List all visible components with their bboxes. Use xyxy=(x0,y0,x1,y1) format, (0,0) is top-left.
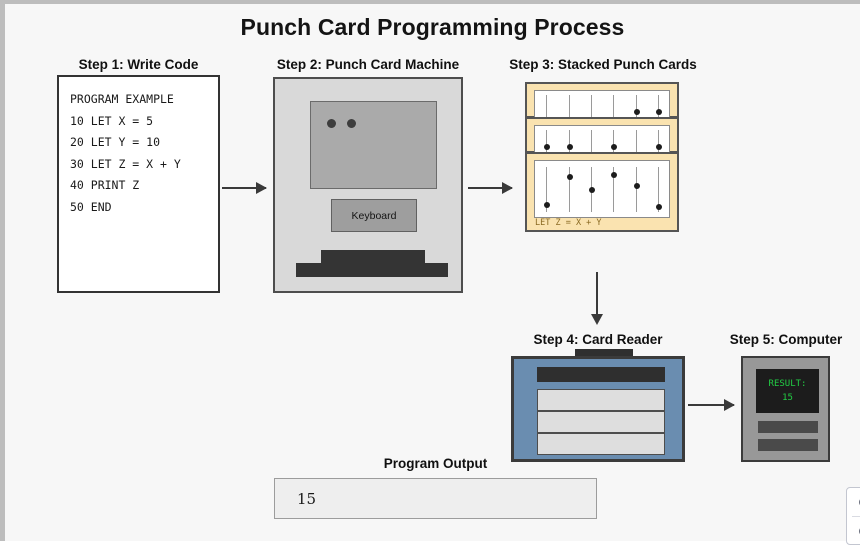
reader-card-3 xyxy=(537,433,665,455)
step3-label: Step 3: Stacked Punch Cards xyxy=(509,57,697,72)
punch-hole xyxy=(655,144,662,150)
machine-tray-upper xyxy=(321,250,425,263)
zoom-out-icon[interactable]: ⊖ xyxy=(847,517,860,544)
step5-label: Step 5: Computer xyxy=(729,332,843,347)
punch-column xyxy=(546,167,548,212)
punch-hole xyxy=(566,174,573,180)
zoom-in-icon[interactable]: ⊕ xyxy=(847,488,860,516)
stacked-punch-cards: LET Z = X + Y xyxy=(525,82,679,232)
computer-drive-slot-1 xyxy=(758,421,818,433)
computer-screen-line2: 15 xyxy=(782,393,793,403)
code-listing-box: PROGRAM EXAMPLE 10 LET X = 5 20 LET Y = … xyxy=(57,75,220,293)
machine-screen xyxy=(310,101,437,189)
punch-column xyxy=(591,95,593,125)
card-reader-slot xyxy=(537,367,665,382)
zoom-controls: ⊕ ⊖ xyxy=(846,487,860,545)
punch-hole xyxy=(655,109,662,115)
computer-drive-slot-2 xyxy=(758,439,818,451)
punch-hole xyxy=(610,144,617,150)
punch-hole xyxy=(610,172,617,178)
punch-column xyxy=(613,167,615,212)
step4-label: Step 4: Card Reader xyxy=(533,332,663,347)
punch-card-bottom-face xyxy=(534,160,670,218)
punch-hole xyxy=(633,109,640,115)
punch-hole xyxy=(655,204,662,210)
punch-hole xyxy=(543,144,550,150)
punch-hole xyxy=(633,183,640,189)
arrow-machine-to-cards xyxy=(468,182,513,194)
computer-screen: RESULT: 15 xyxy=(756,369,819,413)
arrow-code-to-machine xyxy=(222,182,267,194)
zoom-controls-divider xyxy=(852,516,860,517)
program-output-box: 15 xyxy=(274,478,597,519)
machine-tray-lower xyxy=(296,263,448,277)
punch-column xyxy=(613,95,615,125)
diagram-canvas: Punch Card Programming Process Step 1: W… xyxy=(5,4,860,545)
punch-column xyxy=(636,167,638,212)
step1-label: Step 1: Write Code xyxy=(78,57,199,72)
punch-card-bottom: LET Z = X + Y xyxy=(525,152,679,232)
reader-card-1 xyxy=(537,389,665,411)
punch-hole xyxy=(543,202,550,208)
window-left-edge xyxy=(0,0,5,541)
punch-card-bottom-text: LET Z = X + Y xyxy=(535,218,602,228)
machine-indicator-dot-1 xyxy=(327,119,336,128)
program-output-label: Program Output xyxy=(383,456,488,471)
computer-screen-text: RESULT: 15 xyxy=(756,377,819,405)
punch-card-top xyxy=(525,82,679,130)
punch-column xyxy=(636,130,638,160)
window-top-edge xyxy=(0,0,860,4)
punch-column xyxy=(591,130,593,160)
computer-screen-line1: RESULT: xyxy=(768,379,807,389)
reader-card-2 xyxy=(537,411,665,433)
machine-indicator-dot-2 xyxy=(347,119,356,128)
page-title: Punch Card Programming Process xyxy=(240,14,625,40)
step2-label: Step 2: Punch Card Machine xyxy=(276,57,460,72)
program-output-value: 15 xyxy=(297,490,317,508)
punch-card-machine: Keyboard xyxy=(273,77,463,293)
code-listing-text: PROGRAM EXAMPLE 10 LET X = 5 20 LET Y = … xyxy=(70,92,181,214)
computer: RESULT: 15 xyxy=(741,356,830,462)
arrow-cards-to-reader xyxy=(591,272,603,325)
punch-hole xyxy=(566,144,573,150)
punch-column xyxy=(569,95,571,125)
punch-column xyxy=(658,167,660,212)
punch-column xyxy=(546,95,548,125)
punch-card-middle xyxy=(525,117,679,165)
machine-keyboard: Keyboard xyxy=(331,199,417,232)
punch-column xyxy=(569,167,571,212)
arrow-reader-to-computer xyxy=(688,399,735,411)
card-reader xyxy=(511,356,685,462)
card-reader-top-tab xyxy=(575,349,633,358)
punch-hole xyxy=(588,187,595,193)
